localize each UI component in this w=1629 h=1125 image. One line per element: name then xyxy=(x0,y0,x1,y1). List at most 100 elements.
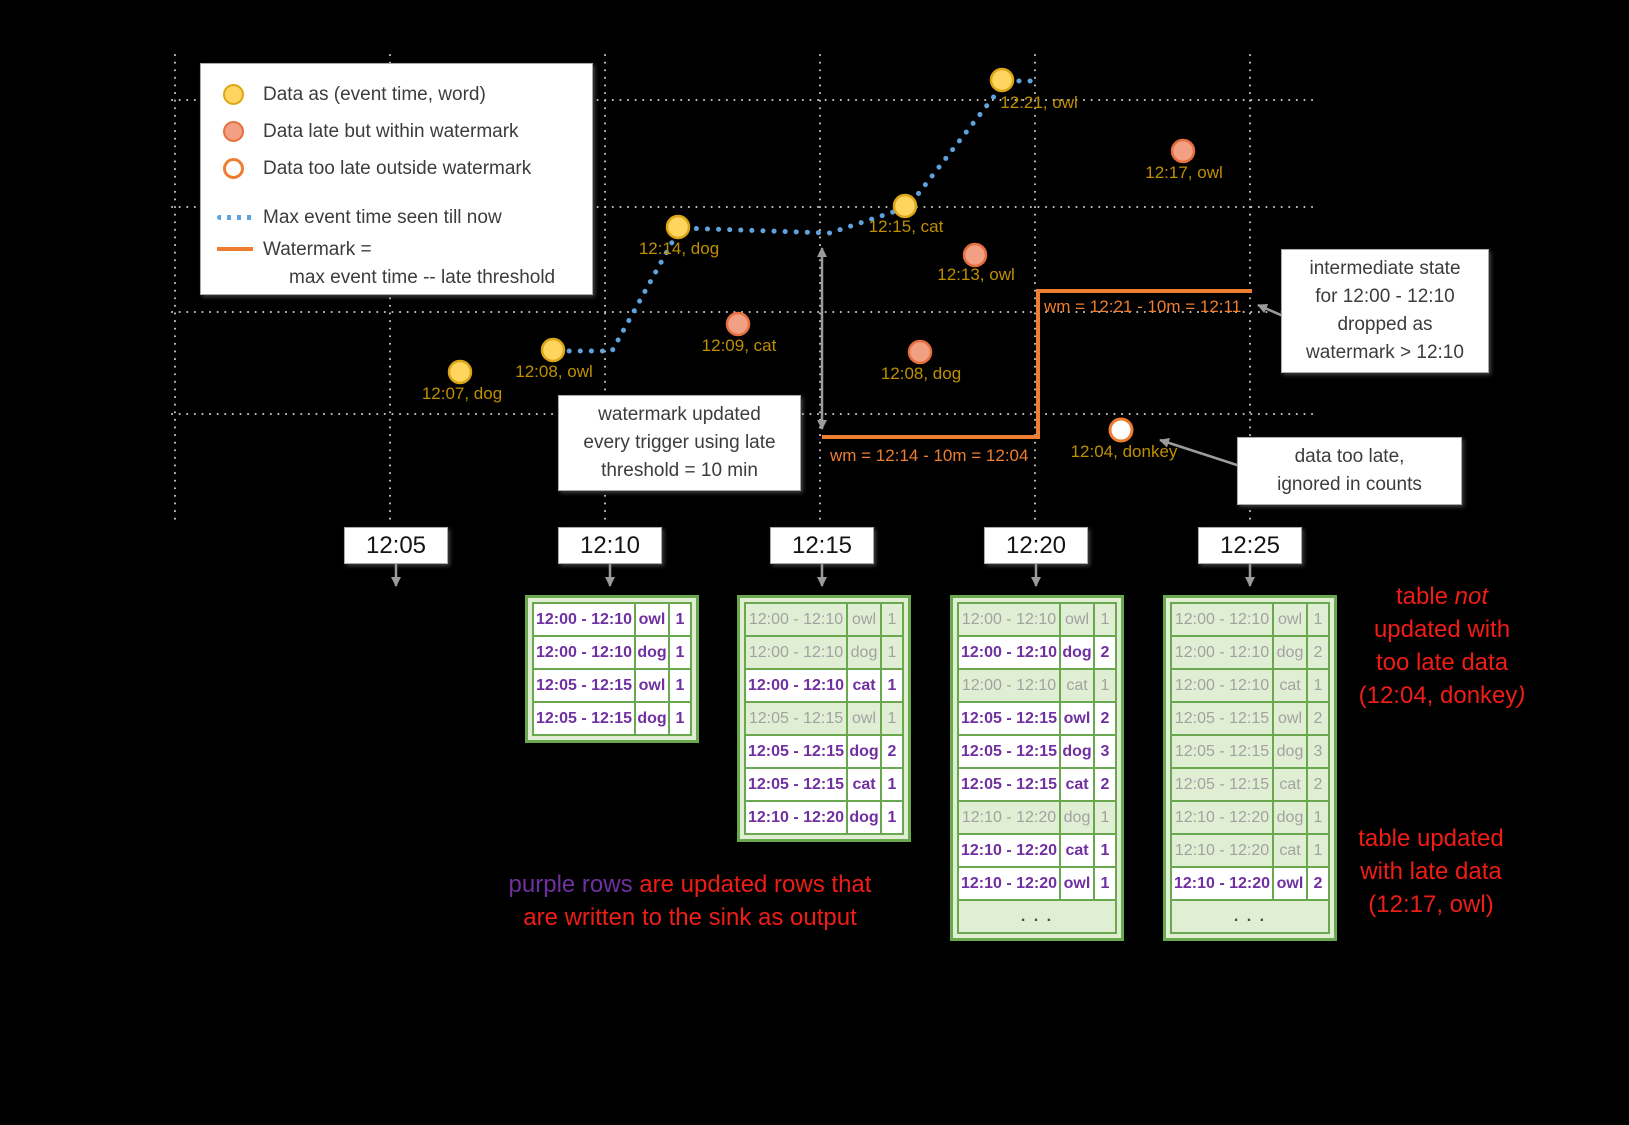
range-cell: 12:10 - 12:20 xyxy=(744,800,848,835)
callout-line: for 12:00 - 12:10 xyxy=(1315,286,1455,307)
count-cell: 2 xyxy=(1306,635,1330,670)
range-cell: 12:10 - 12:20 xyxy=(957,800,1061,835)
word-cell: dog xyxy=(634,635,670,670)
data-point-ontime xyxy=(989,67,1015,93)
count-cell: 1 xyxy=(880,701,904,736)
count-cell: 2 xyxy=(880,734,904,769)
word-cell: cat xyxy=(846,668,882,703)
count-cell: 2 xyxy=(1093,701,1117,736)
word-cell: dog xyxy=(1059,635,1095,670)
count-cell: 1 xyxy=(880,800,904,835)
data-point-late xyxy=(725,311,751,337)
range-cell: 12:05 - 12:15 xyxy=(957,767,1061,802)
time-label-12-15: 12:15 xyxy=(770,527,874,564)
word-cell: dog xyxy=(1059,800,1095,835)
word-cell: cat xyxy=(1272,767,1308,802)
callout-line: watermark > 12:10 xyxy=(1306,342,1464,363)
point-label: 12:04, donkey xyxy=(1070,442,1178,461)
range-cell: 12:00 - 12:10 xyxy=(532,602,636,637)
count-cell: 3 xyxy=(1093,734,1117,769)
time-label-12-05: 12:05 xyxy=(344,527,448,564)
data-point-ontime xyxy=(540,337,566,363)
watermark-value-label: wm = 12:21 - 10m = 12:11 xyxy=(1044,297,1242,316)
callout-line: intermediate state xyxy=(1309,258,1461,279)
word-cell: owl xyxy=(1059,866,1095,901)
word-cell: dog xyxy=(1272,800,1308,835)
word-cell: dog xyxy=(846,734,882,769)
callout-line: watermark updated xyxy=(598,404,761,425)
legend-item-watermark: Watermark = max event time -- late thres… xyxy=(217,236,592,292)
count-cell: 2 xyxy=(1306,701,1330,736)
legend: Data as (event time, word) Data late but… xyxy=(200,63,593,295)
word-cell: dog xyxy=(1059,734,1095,769)
time-label-12-20: 12:20 xyxy=(984,527,1088,564)
word-cell: owl xyxy=(846,701,882,736)
range-cell: 12:00 - 12:10 xyxy=(957,668,1061,703)
point-label: 12:13, owl xyxy=(937,265,1015,284)
range-cell: 12:05 - 12:15 xyxy=(744,701,848,736)
range-cell: 12:10 - 12:20 xyxy=(1170,866,1274,901)
range-cell: 12:00 - 12:10 xyxy=(1170,668,1274,703)
callout-line: every trigger using late xyxy=(583,432,776,453)
count-cell: 1 xyxy=(1093,668,1117,703)
word-cell: owl xyxy=(634,602,670,637)
word-cell: cat xyxy=(1059,833,1095,868)
word-cell: cat xyxy=(1059,668,1095,703)
late-dot-icon xyxy=(217,121,263,142)
range-cell: 12:05 - 12:15 xyxy=(532,668,636,703)
range-cell: 12:10 - 12:20 xyxy=(1170,833,1274,868)
point-label: 12:21, owl xyxy=(1000,93,1078,112)
callout-line: threshold = 10 min xyxy=(601,460,758,481)
data-point-late xyxy=(962,242,988,268)
table-ellipsis-row: . . . xyxy=(957,899,1117,934)
too-late-dot-icon xyxy=(217,158,263,179)
count-cell: 2 xyxy=(1093,635,1117,670)
data-points xyxy=(447,67,1196,443)
count-cell: 1 xyxy=(1306,668,1330,703)
callout-watermark-update: watermark updated every trigger using la… xyxy=(558,395,801,491)
point-label: 12:09, cat xyxy=(701,336,777,355)
range-cell: 12:00 - 12:10 xyxy=(1170,635,1274,670)
count-cell: 1 xyxy=(880,668,904,703)
word-cell: cat xyxy=(1272,833,1308,868)
word-cell: dog xyxy=(1272,635,1308,670)
legend-label: Watermark = xyxy=(263,239,372,260)
count-cell: 1 xyxy=(668,701,692,736)
point-label: 12:17, owl xyxy=(1145,163,1223,182)
legend-label: Data as (event time, word) xyxy=(263,83,486,105)
count-cell: 3 xyxy=(1306,734,1330,769)
data-point-late xyxy=(907,339,933,365)
point-label: 12:14, dog xyxy=(638,239,720,258)
range-cell: 12:00 - 12:10 xyxy=(957,635,1061,670)
word-cell: owl xyxy=(846,602,882,637)
legend-label: Max event time seen till now xyxy=(263,206,502,228)
time-label-12-10: 12:10 xyxy=(558,527,662,564)
range-cell: 12:05 - 12:15 xyxy=(744,734,848,769)
word-cell: cat xyxy=(846,767,882,802)
count-cell: 1 xyxy=(668,602,692,637)
